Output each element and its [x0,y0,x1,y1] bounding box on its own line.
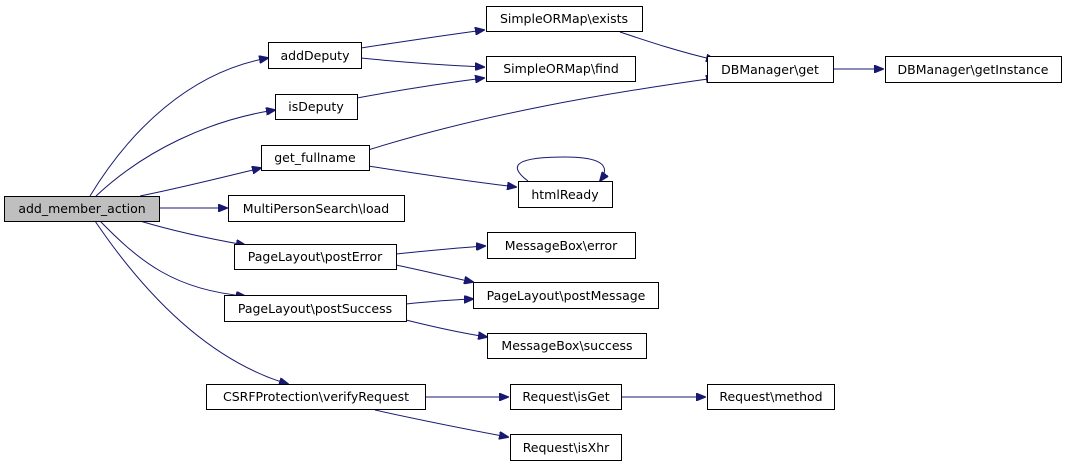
node-csrfprotection-verifyrequest[interactable]: CSRFProtection\verifyRequest [206,384,426,410]
nodes: add_member_action addDeputy isDeputy get… [4,6,1062,461]
node-pagelayout-posterror[interactable]: PageLayout\postError [234,244,397,270]
edge-postSuccess-to-postMessage [405,299,473,305]
node-label: MessageBox\success [501,338,632,353]
edge-root-to-get_fullname [139,168,261,197]
node-pagelayout-postsuccess[interactable]: PageLayout\postSuccess [224,295,407,322]
node-dbmanager-getinstance[interactable]: DBManager\getInstance [885,56,1062,83]
edge-verifyRequest-to-reqIsXhr [374,409,508,437]
node-label: PageLayout\postMessage [487,288,646,303]
node-dbmanager-get[interactable]: DBManager\get [707,56,834,83]
node-label: MessageBox\error [505,238,618,253]
edge-postError-to-mbError [395,246,485,255]
node-label: DBManager\getInstance [898,62,1049,77]
node-label: htmlReady [531,187,599,202]
edge-root-to-verifyRequest [94,220,288,384]
node-multipersonsearch-load[interactable]: MultiPersonSearch\load [228,195,405,222]
node-label: isDeputy [288,99,344,114]
edge-ormExists-to-dbGet [619,31,715,60]
edge-addDeputy-to-ormFind [360,57,484,67]
node-label: DBManager\get [721,62,819,77]
node-get_fullname[interactable]: get_fullname [261,145,370,171]
edge-addDeputy-to-ormExists [360,30,484,49]
node-add_member_action[interactable]: add_member_action [4,196,160,222]
node-request-isxhr[interactable]: Request\isXhr [510,434,622,461]
node-request-isget[interactable]: Request\isGet [510,384,622,410]
node-pagelayout-postmessage[interactable]: PageLayout\postMessage [473,282,659,309]
node-htmlready[interactable]: htmlReady [518,181,613,208]
node-label: PageLayout\postError [248,249,383,264]
node-simpleormap-find[interactable]: SimpleORMap\find [486,56,636,82]
edge-root-to-postSuccess [99,220,245,296]
node-label: Request\method [719,389,822,404]
edge-postSuccess-to-mbSuccess [405,319,487,337]
node-label: Request\isGet [522,389,609,404]
node-simpleormap-exists[interactable]: SimpleORMap\exists [486,6,643,32]
edges [89,30,883,437]
edge-get_fullname-to-htmlReady [367,165,516,187]
edge-root-to-addDeputy [89,58,268,197]
node-label: get_fullname [274,150,356,165]
edge-postError-to-postMessage [395,264,473,282]
node-label: SimpleORMap\find [503,61,619,76]
node-label: MultiPersonSearch\load [243,201,389,216]
node-label: CSRFProtection\verifyRequest [223,389,409,404]
node-label: addDeputy [280,48,350,63]
edge-isDeputy-to-ormFind [356,78,484,99]
node-label: PageLayout\postSuccess [238,301,392,316]
edge-get_fullname-to-dbGet [367,78,715,151]
edge-htmlReady-self [516,156,604,181]
node-messagebox-success[interactable]: MessageBox\success [487,333,647,359]
node-isDeputy[interactable]: isDeputy [275,94,358,120]
node-label: SimpleORMap\exists [500,11,628,26]
node-addDeputy[interactable]: addDeputy [268,42,362,69]
node-label: add_member_action [18,201,145,216]
edge-root-to-isDeputy [95,110,275,197]
node-messagebox-error[interactable]: MessageBox\error [487,232,636,259]
node-request-method[interactable]: Request\method [707,384,835,410]
node-label: Request\isXhr [523,440,610,455]
edge-root-to-postError [139,220,245,245]
